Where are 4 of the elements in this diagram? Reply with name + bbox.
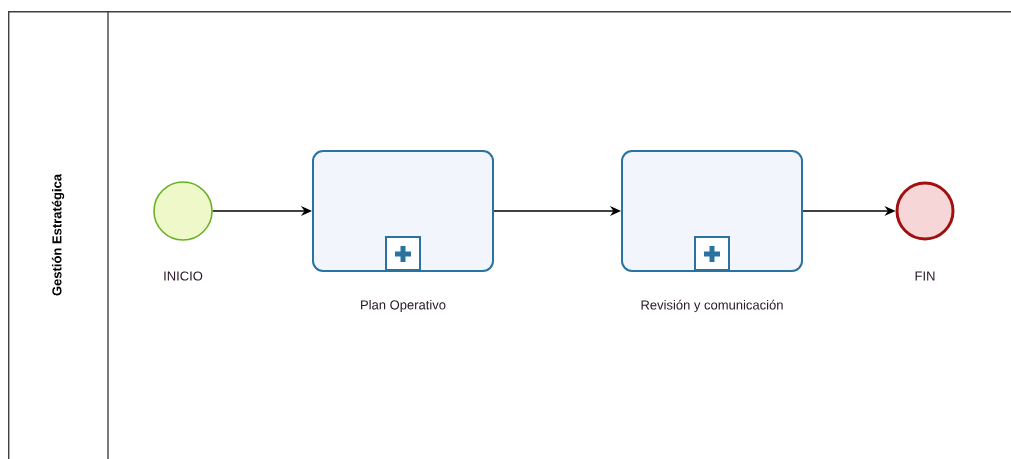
task-label: Revisión y comunicación [641, 299, 783, 313]
event-label: FIN [915, 271, 935, 281]
event-label: INICIO [164, 271, 203, 281]
task-label: Plan Operativo [361, 299, 446, 313]
